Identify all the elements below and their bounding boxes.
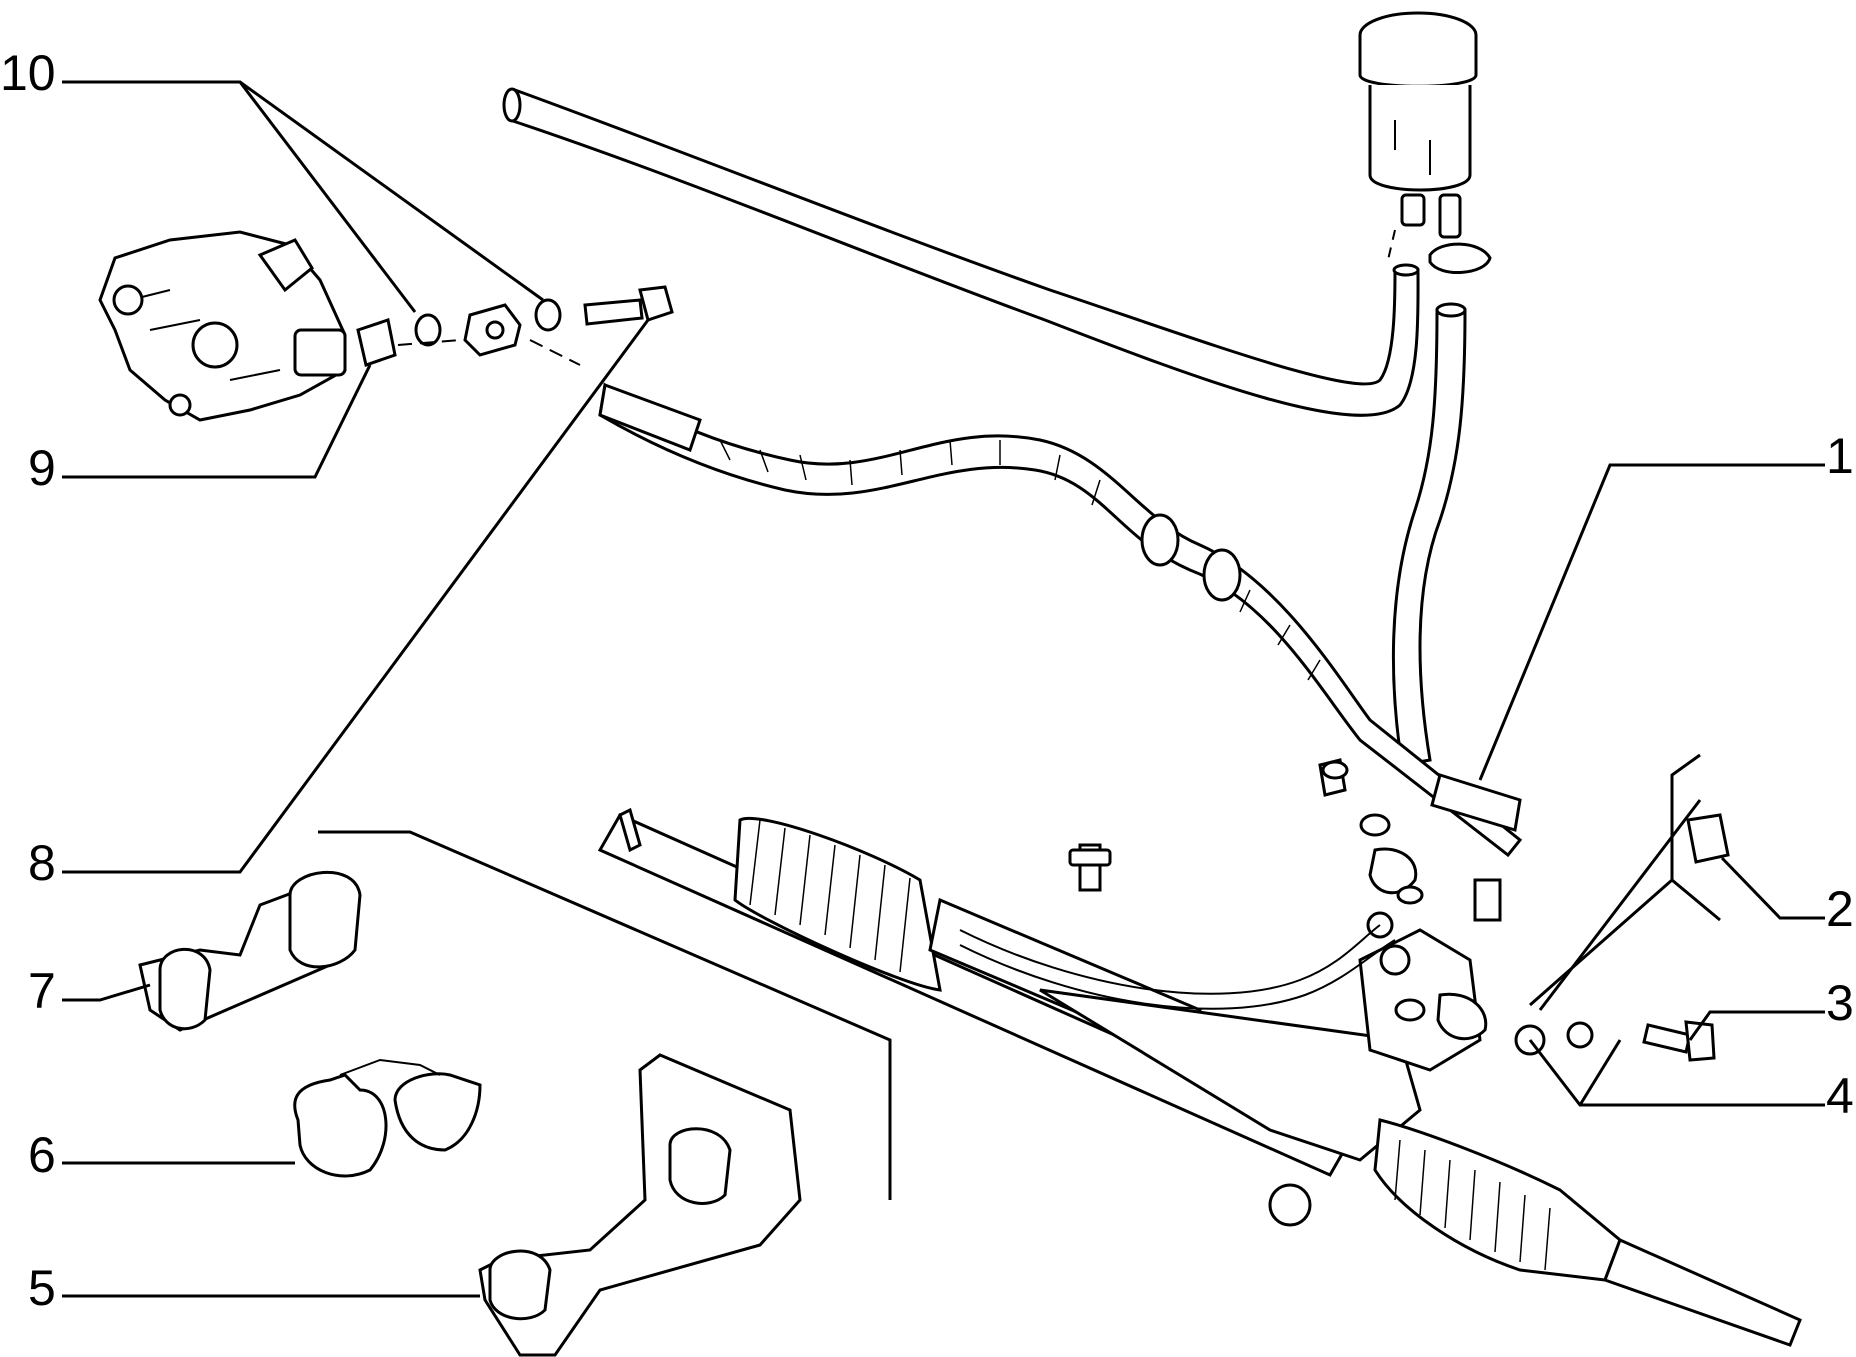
callout-8: 8 bbox=[28, 835, 56, 891]
leader-7 bbox=[62, 983, 151, 1002]
callout-labels: 10 9 8 7 6 5 1 2 3 4 bbox=[0, 45, 1854, 1316]
callout-3: 3 bbox=[1826, 975, 1854, 1031]
leader-8 bbox=[62, 319, 650, 874]
callout-6: 6 bbox=[28, 1127, 56, 1183]
leader-group-5-7 bbox=[318, 830, 892, 1200]
callout-10: 10 bbox=[0, 45, 56, 101]
leader-9 bbox=[62, 364, 372, 479]
leader-group-2-4 bbox=[1529, 753, 1721, 1011]
banjo-bolt-and-union-set bbox=[1318, 758, 1730, 1062]
power-steering-pump bbox=[98, 230, 347, 422]
mounting-bracket-7 bbox=[138, 871, 362, 1032]
pressure-hose bbox=[598, 382, 1523, 858]
callout-9: 9 bbox=[28, 440, 56, 496]
leader-10 bbox=[62, 80, 544, 313]
steering-rack bbox=[597, 807, 1802, 1347]
pump-fittings-set bbox=[356, 285, 674, 367]
leader-2 bbox=[1720, 856, 1825, 920]
clamp-6 bbox=[293, 1058, 482, 1178]
fluid-reservoir bbox=[1358, 11, 1492, 274]
leader-3 bbox=[1688, 1010, 1825, 1041]
leader-4 bbox=[1528, 1039, 1825, 1107]
callout-1: 1 bbox=[1826, 428, 1854, 484]
leader-lines bbox=[62, 80, 1825, 1298]
callout-2: 2 bbox=[1826, 881, 1854, 937]
return-hose bbox=[502, 87, 1420, 417]
callout-5: 5 bbox=[28, 1260, 56, 1316]
leader-1 bbox=[1478, 463, 1825, 781]
callout-4: 4 bbox=[1826, 1068, 1854, 1124]
bracket-5 bbox=[478, 1053, 802, 1357]
callout-7: 7 bbox=[28, 963, 56, 1019]
